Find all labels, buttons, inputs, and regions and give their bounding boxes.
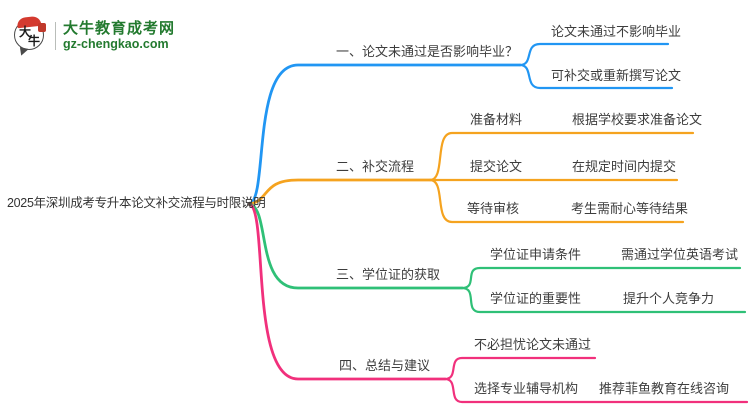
branch-2-step-1-detail: 根据学校要求准备论文 (572, 112, 703, 127)
daniu-logo-icon: 大 牛 (14, 15, 48, 57)
site-url: gz-chengkao.com (63, 37, 169, 51)
logo-separator (55, 22, 56, 50)
branch-3-row-1-line (460, 266, 742, 290)
branch-1-child-1: 论文未通过不影响毕业 (551, 24, 682, 39)
branch-4-item-2-detail: 推荐菲鱼教育在线咨询 (599, 381, 730, 396)
branch-4-row-2-line (443, 377, 749, 404)
branch-2-main-line (248, 178, 432, 206)
branch-4-main-line (248, 202, 447, 381)
branch-2-step-3-label: 等待审核 (467, 201, 520, 216)
branch-3-item-1-detail: 需通过学位英语考试 (621, 247, 739, 262)
branch-4-label: 四、总结与建议 (339, 358, 431, 373)
logo-text-block: 大牛教育成考网 gz-chengkao.com (63, 20, 175, 52)
logo-char-2: 牛 (28, 34, 41, 48)
branch-2-label: 二、补交流程 (336, 159, 415, 174)
branch-2-row-3-line (428, 178, 685, 224)
logo-red-seal (38, 23, 46, 32)
branch-3-item-2-detail: 提升个人竞争力 (623, 291, 715, 306)
branch-4-item-2-label: 选择专业辅导机构 (474, 381, 579, 396)
branch-3-item-2-label: 学位证的重要性 (490, 291, 582, 306)
branch-2-row-1-line (428, 131, 695, 182)
branch-2-step-2-label: 提交论文 (470, 159, 523, 174)
branch-1-main-line (248, 63, 522, 206)
branch-2-step-1-label: 准备材料 (470, 112, 523, 127)
branch-3-item-1-label: 学位证申请条件 (490, 247, 582, 262)
branch-2-step-3-detail: 考生需耐心等待结果 (571, 201, 689, 216)
root-dot (247, 201, 253, 207)
branch-2-step-2-detail: 在规定时间内提交 (572, 159, 677, 174)
branch-3-label: 三、学位证的获取 (336, 267, 441, 282)
branch-4-row-1-line (443, 356, 597, 381)
branch-1-child-2: 可补交或重新撰写论文 (551, 68, 682, 83)
site-name: 大牛教育成考网 (63, 20, 176, 37)
branch-1-label: 一、论文未通过是否影响毕业？ (336, 44, 519, 59)
site-logo[interactable]: 大 牛 大牛教育成考网 gz-chengkao.com (14, 15, 175, 57)
branch-3-row-2-line (460, 286, 747, 314)
branch-4-item-1-label: 不必担忧论文未通过 (474, 337, 592, 352)
root-topic: 2025年深圳成考专升本论文补交流程与时限说明 (7, 196, 266, 210)
logo-bubble-tail (18, 47, 29, 57)
branch-1-child-2-line (518, 63, 674, 90)
branch-1-child-1-line (518, 42, 670, 67)
logo-char-1: 大 (19, 25, 32, 39)
branch-3-main-line (248, 202, 464, 290)
